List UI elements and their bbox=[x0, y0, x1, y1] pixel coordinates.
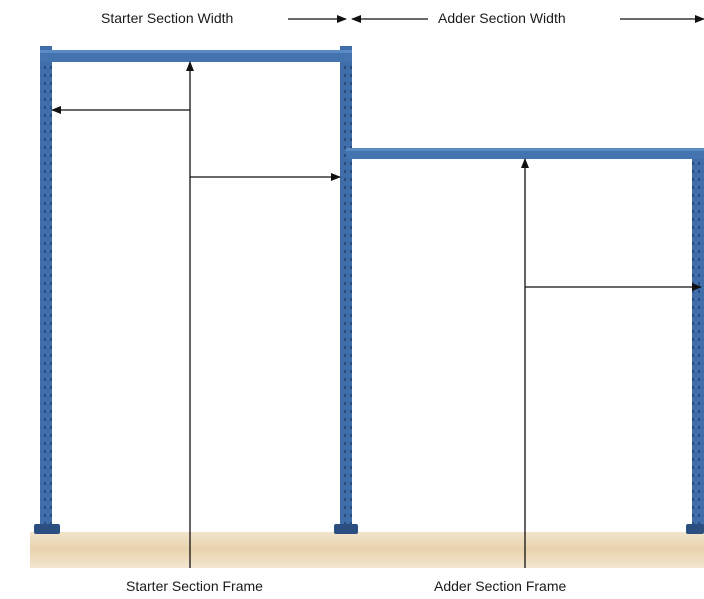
adder-frame-label: Adder Section Frame bbox=[434, 578, 567, 594]
foot-right bbox=[686, 524, 704, 534]
upright-middle bbox=[340, 46, 352, 532]
upright-right bbox=[692, 148, 704, 532]
foot-left bbox=[34, 524, 60, 534]
adder-width-label: Adder Section Width bbox=[438, 10, 566, 26]
foot-middle bbox=[334, 524, 358, 534]
upright-left bbox=[40, 46, 52, 532]
starter-width-label: Starter Section Width bbox=[101, 10, 234, 26]
adder-top-beam bbox=[346, 148, 704, 159]
starter-frame-label: Starter Section Frame bbox=[126, 578, 263, 594]
wood-base bbox=[30, 532, 704, 568]
